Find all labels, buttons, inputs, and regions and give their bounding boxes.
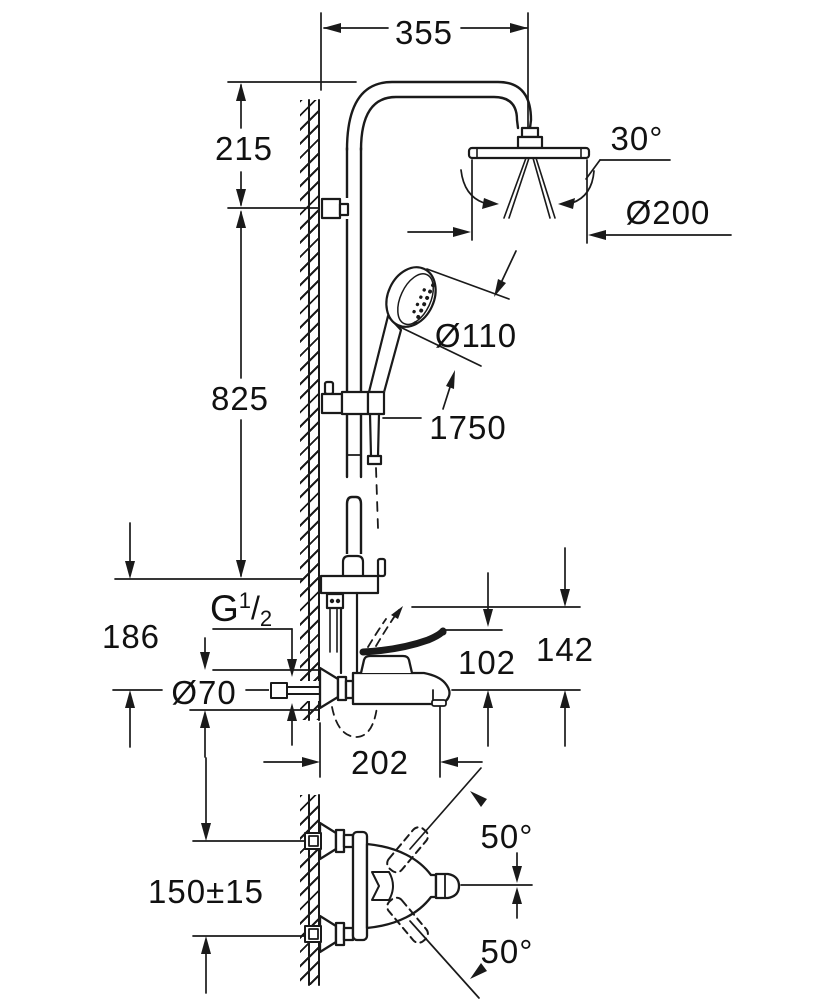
hand-shower xyxy=(367,266,437,398)
slider-holder xyxy=(320,380,386,416)
dim-355 xyxy=(320,12,529,129)
dim-825 xyxy=(114,210,304,580)
wall-plan xyxy=(308,794,320,986)
dim-dia70 xyxy=(112,637,319,758)
mixer-plan-view xyxy=(304,821,461,954)
dim-g-thread xyxy=(212,628,297,746)
head-shower xyxy=(460,126,595,219)
dim-label-head-diameter: Ø200 xyxy=(625,194,711,231)
spray-holes xyxy=(412,283,436,326)
lever-motion-arcs xyxy=(367,606,403,648)
dim-label-spray-angle: 30° xyxy=(610,120,664,157)
dim-label-lever-raised-height: 142 xyxy=(535,631,595,668)
dim-215 xyxy=(227,81,357,209)
thread-slash: / xyxy=(251,590,260,626)
slide-rail xyxy=(345,146,363,558)
dim-label-spout-projection: 202 xyxy=(350,744,410,781)
dim-label-hose-length: 1750 xyxy=(429,409,507,446)
rail-bottom-bracket xyxy=(319,554,387,595)
dim-label-head-drop: 215 xyxy=(214,130,274,167)
dim-label-connection-centers: 150±15 xyxy=(148,873,264,910)
dim-label-arm-width: 355 xyxy=(394,14,454,51)
dim-dia200 xyxy=(407,159,732,244)
dim-102 xyxy=(483,572,493,747)
dim-150 xyxy=(192,757,308,994)
dim-label-connection-height: 186 xyxy=(101,618,161,655)
dim-angle-50 xyxy=(409,767,533,999)
dim-label-swivel-up: 50° xyxy=(480,818,534,855)
spray-angle-arcs xyxy=(460,169,595,209)
dim-202 xyxy=(263,700,483,778)
dim-186 xyxy=(125,522,135,748)
handle-swing-positions xyxy=(386,826,429,944)
dim-label-thread: G1/2 xyxy=(210,588,273,631)
shower-arm xyxy=(345,80,533,152)
dim-label-swivel-down: 50° xyxy=(480,933,534,970)
dim-label-rail-height: 825 xyxy=(210,380,270,417)
dim-142 xyxy=(411,547,581,747)
dim-dia110 xyxy=(397,250,517,410)
column-to-mixer xyxy=(325,591,359,675)
wall-union-fitting xyxy=(320,197,350,220)
dim-label-lever-height: 102 xyxy=(457,644,517,681)
dim-angle-30 xyxy=(585,159,671,180)
spray-cone xyxy=(503,157,556,219)
dim-label-escutcheon-diameter: Ø70 xyxy=(171,674,237,711)
shower-hose xyxy=(366,412,383,529)
thread-denominator: 2 xyxy=(259,606,273,631)
wall-side xyxy=(308,99,320,721)
mixer-side-view xyxy=(269,606,451,738)
thread-numerator: 1 xyxy=(238,588,252,613)
dim-label-hand-shower-diameter: Ø110 xyxy=(434,317,518,354)
thread-g: G xyxy=(210,588,239,629)
